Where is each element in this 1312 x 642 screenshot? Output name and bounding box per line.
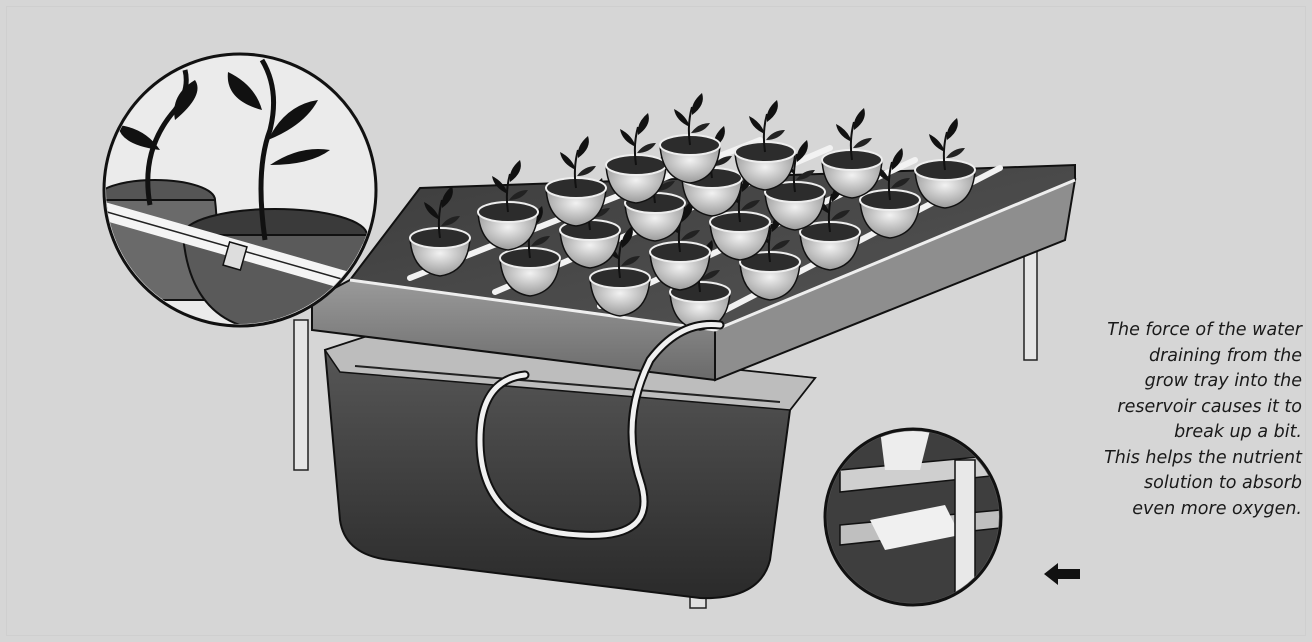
plant-pot (735, 100, 795, 190)
plant-pot (546, 136, 606, 226)
plant-pot (822, 108, 882, 198)
caption-line: even more oxygen. (1002, 497, 1302, 523)
plant-pot (478, 160, 538, 250)
magnified-reservoir-detail (825, 429, 1005, 610)
caption-line: This helps the nutrient (1002, 446, 1302, 472)
caption-line: reservoir causes it to (1002, 395, 1302, 421)
caption-line: The force of the water (1002, 318, 1302, 344)
caption-line: draining from the (1002, 344, 1302, 370)
reservoir (325, 332, 815, 598)
arrow-left-icon (1044, 563, 1080, 585)
caption-line: break up a bit. (1002, 420, 1302, 446)
caption-line: grow tray into the (1002, 369, 1302, 395)
explanatory-caption: The force of the water draining from the… (1002, 318, 1302, 522)
plant-pot (660, 93, 720, 183)
plant-pot (915, 118, 975, 208)
caption-line: solution to absorb (1002, 471, 1302, 497)
plant-pot (606, 113, 666, 203)
